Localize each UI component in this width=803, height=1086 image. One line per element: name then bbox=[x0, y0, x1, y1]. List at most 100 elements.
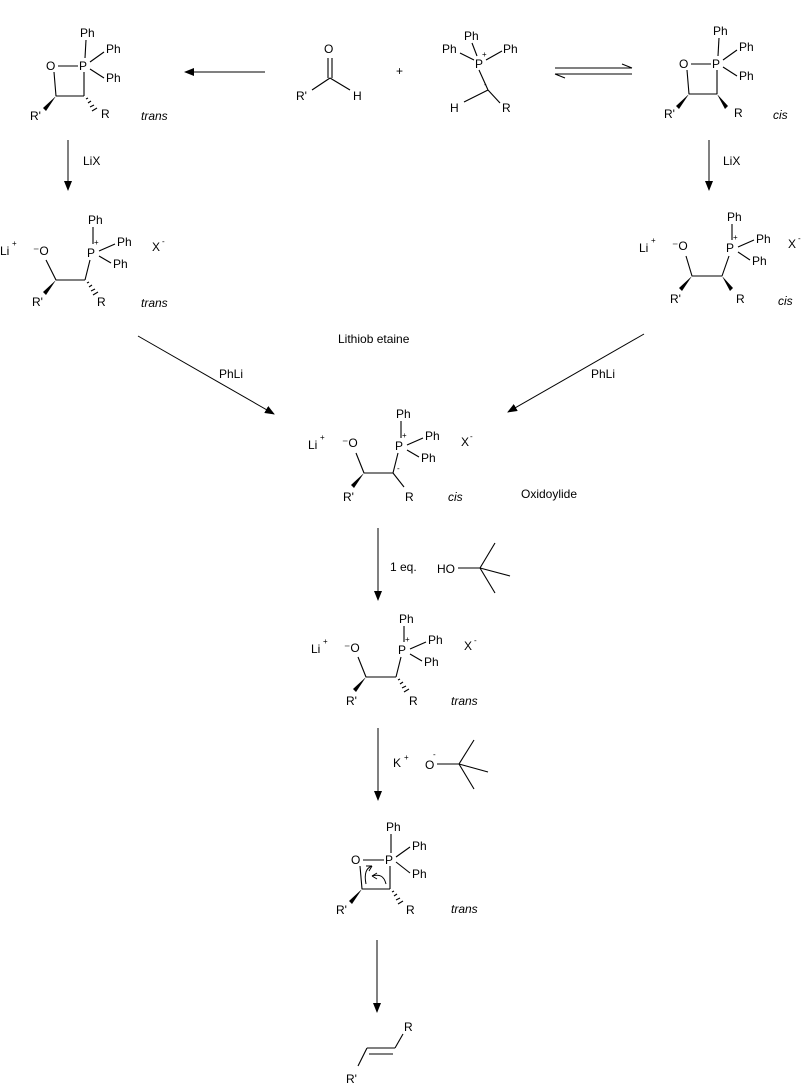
alkene-r: R bbox=[404, 1020, 413, 1034]
lithiobetaine-caption: Lithiob etaine bbox=[338, 332, 410, 346]
arrow-phli-right bbox=[507, 333, 645, 413]
oy-ph-lower: Ph bbox=[421, 451, 436, 465]
lix-left-label: LiX bbox=[83, 154, 100, 168]
oy-x: X bbox=[461, 435, 469, 449]
tr-p: P bbox=[712, 57, 720, 71]
tl-ph-right: Ph bbox=[106, 42, 121, 56]
lb-left-r: R bbox=[97, 295, 106, 309]
oy-o: ⁻O bbox=[342, 436, 358, 450]
tr-ph-lower: Ph bbox=[739, 69, 754, 83]
e-alkene-product: R R' bbox=[346, 1020, 413, 1086]
oxidoylide: Li + ⁻O Ph Ph Ph P + X - - R' R cis bbox=[308, 407, 473, 504]
aldehyde-h: H bbox=[353, 89, 362, 103]
tr-r: R bbox=[734, 106, 743, 120]
trans-oxaphosphetane-final: Ph Ph Ph O P R' R trans bbox=[336, 820, 478, 917]
tr-o: O bbox=[679, 57, 688, 71]
arrow-phli-left bbox=[137, 335, 275, 415]
to-o: O bbox=[351, 853, 360, 867]
ktbuo-o-charge: - bbox=[433, 750, 436, 759]
oy-li-charge: + bbox=[320, 433, 325, 442]
tl-r-prime: R' bbox=[30, 109, 41, 123]
tl-o: O bbox=[46, 59, 55, 73]
lb-right-r: R bbox=[736, 292, 745, 306]
tr-cis-label: cis bbox=[773, 108, 788, 122]
lb-left-ph-lower: Ph bbox=[113, 257, 128, 271]
tl-r: R bbox=[101, 107, 110, 121]
oy-carbanion-charge: - bbox=[397, 464, 400, 473]
tr-ph-right: Ph bbox=[739, 40, 754, 54]
lb-left-r-prime: R' bbox=[32, 295, 43, 309]
lb-right-p: P bbox=[726, 241, 734, 255]
potassium-tert-butoxide: K + O - bbox=[393, 739, 489, 790]
trans-betaine: Li + ⁻O Ph Ph Ph P + X - R' R trans bbox=[311, 612, 478, 708]
ylide-carbanion-charge: - bbox=[484, 80, 487, 89]
tb-r-prime: R' bbox=[346, 694, 357, 708]
lb-left-o: ⁻O bbox=[33, 244, 49, 258]
to-ph-top: Ph bbox=[386, 820, 401, 834]
ylide-p: P bbox=[475, 57, 483, 71]
tr-r-prime: R' bbox=[664, 107, 675, 121]
oy-ph-top: Ph bbox=[396, 407, 411, 421]
cis-oxaphosphetane: Ph Ph Ph O P R' R cis bbox=[664, 24, 788, 122]
equilibrium-arrow bbox=[554, 63, 633, 79]
tb-r: R bbox=[409, 694, 418, 708]
to-p: P bbox=[385, 853, 393, 867]
to-r-prime: R' bbox=[336, 903, 347, 917]
lb-right-ph-top: Ph bbox=[727, 210, 742, 224]
tb-li: Li bbox=[311, 642, 320, 656]
lb-right-li: Li bbox=[639, 241, 648, 255]
tb-p-charge: + bbox=[405, 635, 410, 644]
tr-ph-top: Ph bbox=[713, 24, 728, 38]
tb-x-charge: - bbox=[474, 636, 477, 645]
tb-ph-right: Ph bbox=[428, 633, 443, 647]
trans-lithiobetaine: Li + ⁻O Ph Ph Ph P + X - R' R trans bbox=[0, 213, 168, 310]
tb-ph-lower: Ph bbox=[424, 655, 439, 669]
ylide-ph-right: Ph bbox=[503, 42, 518, 56]
tl-ph-top: Ph bbox=[80, 26, 95, 40]
to-ph-right: Ph bbox=[412, 839, 427, 853]
lb-right-li-charge: + bbox=[651, 236, 656, 245]
to-ph-lower: Ph bbox=[412, 867, 427, 881]
lb-left-ph-right: Ph bbox=[117, 235, 132, 249]
tb-x: X bbox=[464, 639, 472, 653]
tb-li-charge: + bbox=[323, 637, 328, 646]
alkene-r-prime: R' bbox=[346, 1072, 357, 1086]
oy-cis-label: cis bbox=[448, 490, 463, 504]
lb-right-r-prime: R' bbox=[670, 292, 681, 306]
lb-right-ph-lower: Ph bbox=[752, 254, 767, 268]
ylide: Ph Ph Ph P + - H R bbox=[442, 29, 518, 115]
ktbuo-k-charge: + bbox=[404, 753, 409, 762]
lb-right-x-charge: - bbox=[798, 234, 801, 243]
lb-left-p: P bbox=[87, 246, 95, 260]
plus-sign: + bbox=[396, 64, 403, 78]
oxidoylide-caption: Oxidoylide bbox=[521, 487, 577, 501]
oy-p-charge: + bbox=[402, 431, 407, 440]
lb-left-x-charge: - bbox=[162, 237, 165, 246]
lb-right-ph-right: Ph bbox=[756, 232, 771, 246]
lb-left-ph-top: Ph bbox=[88, 213, 103, 227]
tb-p: P bbox=[398, 643, 406, 657]
lix-right-label: LiX bbox=[723, 154, 740, 168]
ktbuo-k: K bbox=[393, 756, 401, 770]
lb-right-p-charge: + bbox=[733, 233, 738, 242]
ylide-ph-top: Ph bbox=[464, 29, 479, 43]
oy-r-prime: R' bbox=[343, 490, 354, 504]
one-eq-label: 1 eq. bbox=[390, 560, 417, 574]
trans-oxaphosphetane: Ph Ph Ph O P R' R trans bbox=[30, 26, 168, 123]
lb-left-p-charge: + bbox=[94, 238, 99, 247]
oy-r: R bbox=[405, 490, 414, 504]
lb-left-trans-label: trans bbox=[141, 296, 168, 310]
lb-right-x: X bbox=[788, 237, 796, 251]
aldehyde: O R' H bbox=[296, 42, 362, 103]
phli-right-label: PhLi bbox=[591, 367, 615, 381]
lb-left-li: Li bbox=[0, 244, 9, 258]
ylide-ph-left: Ph bbox=[442, 42, 457, 56]
cis-lithiobetaine: Li + ⁻O Ph Ph Ph P + X - R' R cis bbox=[639, 210, 801, 308]
to-trans-label: trans bbox=[451, 902, 478, 916]
tb-o: ⁻O bbox=[344, 641, 360, 655]
oy-ph-right: Ph bbox=[425, 429, 440, 443]
lb-left-x: X bbox=[152, 240, 160, 254]
oy-li: Li bbox=[308, 438, 317, 452]
